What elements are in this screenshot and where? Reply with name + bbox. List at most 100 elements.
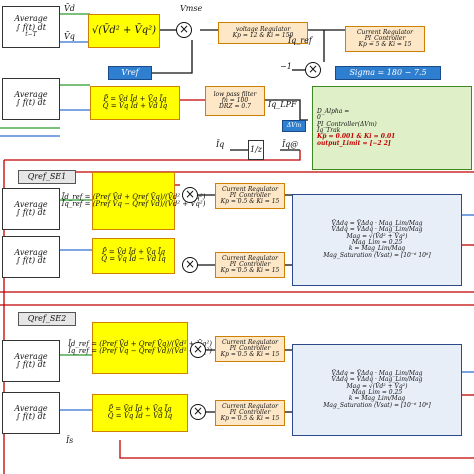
pq-block-top: P̄ = V̄d Īd + V̄q Īq Q̄ = V̄q Īd + V̄d Ī… — [90, 86, 180, 120]
qref-se2-block: Qref_SE2 — [18, 312, 76, 326]
average-block-6: Average ∫ f(t) dt — [2, 392, 60, 434]
se1-sat-s: Mag_Saturation (Vsat) = [10⁻⁶ 10⁶] — [323, 251, 431, 259]
se1-current-regulator-1: Current Regulator PI_Controller Kp = 0.5… — [215, 183, 285, 209]
se1-cr2-sub: PI_Controller — [229, 260, 271, 268]
se2-current-regulator-2: Current Regulator PI_Controller Kp = 0.5… — [215, 400, 285, 426]
se2-cr1-gain: Kp = 0.5 & Ki = 15 — [220, 351, 280, 359]
se2-sum-2: × — [190, 404, 206, 420]
current-regulator-top: Current Regulator PI_Controller Kp = 5 &… — [345, 26, 425, 52]
label-iq-lpf: Īq_LPF — [268, 100, 297, 109]
average-title: Average — [14, 351, 48, 361]
se1-current-regulator-2: Current Regulator PI_Controller Kp = 0.5… — [215, 252, 285, 278]
average-block-3: Average ∫ f(t) dt — [2, 188, 60, 230]
d-alpha-case-a: 0 — [317, 114, 321, 122]
se1-saturation-block: V̄Δdq = V̄Δdq · Mag_Lim/Mag V̄Δdq = V̄Δd… — [292, 194, 462, 286]
se1-cr2-gain: Kp = 0.5 & Ki = 15 — [220, 267, 280, 275]
se1-sat-k: k = Mag_Lim/Mag — [348, 245, 406, 253]
se1-p: P̄ = V̄d Īd + V̄q Īq — [101, 247, 166, 256]
se2-saturation-block: V̄Δdq = V̄Δdq · Mag_Lim/Mag V̄Δdq = V̄Δd… — [292, 344, 462, 436]
d-alpha-gain: Kp = 0.001 & Ki = 0.01 — [317, 133, 396, 141]
se1-q: Q̄ = V̄q Īd − V̄d Īq — [101, 255, 166, 263]
cr-top-sub: PI_Controller — [364, 34, 406, 42]
se2-cr1-title: Current Regulator — [221, 338, 279, 346]
label-is: Īs — [66, 436, 74, 445]
average-limits: t−T — [25, 31, 37, 39]
se2-cr1-sub: PI_Controller — [229, 344, 271, 352]
average-title: Average — [14, 199, 48, 209]
se1-cr1-gain: Kp = 0.5 & Ki = 15 — [220, 198, 280, 206]
qref-se1-block: Qref_SE1 — [18, 170, 76, 184]
average-formula: ∫ f(t) dt — [15, 256, 46, 265]
se2-cr2-gain: Kp = 0.5 & Ki = 15 — [220, 415, 280, 423]
pq-block-se1: P̄ = V̄d Īd + V̄q Īq Q̄ = V̄q Īd − V̄d Ī… — [92, 238, 175, 274]
cr-top-title: Current Regulator — [356, 28, 414, 36]
pq-block-se2: P̄ = V̄d Īd + V̄q Īq Q̄ = V̄q Īd − V̄d Ī… — [92, 394, 188, 432]
average-title: Average — [14, 403, 48, 413]
label-vq: V̄q — [64, 32, 75, 41]
average-block-2: Average ∫ f(t) dt — [2, 78, 60, 120]
se2-current-regulator-1: Current Regulator PI_Controller Kp = 0.5… — [215, 336, 285, 362]
se1-iq-ref: Īq_ref = (Pref V̄q − Qref V̄d)/(V̄d² + V… — [61, 200, 206, 208]
unit-delay-block: 1/z — [248, 140, 264, 160]
summing-junction-2: × — [305, 62, 321, 78]
pq-p: P̄ = V̄d Īd + V̄q Īq — [103, 94, 167, 103]
se1-id-ref: Īd_ref = (Pref V̄d + Qref V̄q)/(V̄d² + V… — [61, 192, 206, 201]
average-block-1: Average ∫ f(t) dt t−T — [2, 6, 60, 48]
average-title: Average — [14, 14, 48, 24]
qref-se1-label: Qref_SE1 — [27, 171, 67, 181]
lpf-title: low pass filter — [213, 90, 257, 98]
se1-sat-v1: V̄Δdq = V̄Δdq · Mag_Lim/Mag — [331, 220, 423, 228]
sqrt-formula: √(V̄d² + V̄q²) — [91, 24, 157, 36]
se1-sat-mag: Mag = √(V̄d² + V̄q²) — [346, 232, 408, 240]
se2-iq-ref: Īq_ref = (Pref V̄q − Qref V̄d)/(V̄d² + V… — [68, 347, 212, 355]
se1-sat-lim: Mag_Lim = 0.25 — [351, 239, 403, 246]
average-formula: ∫ f(t) dt — [15, 98, 46, 107]
label-iq: Īq — [216, 140, 225, 149]
sqrt-magnitude-block: √(V̄d² + V̄q²) — [88, 14, 160, 48]
se2-q: Q̄ = V̄q Īd − V̄d Īq — [107, 412, 173, 420]
vr-title: voltage Regulator — [235, 25, 291, 33]
d-alpha-title: D_Alpha = — [317, 108, 350, 116]
se2-p: P̄ = V̄d Īd + V̄q Īq — [108, 404, 172, 413]
se1-sat-v2: V̄Δdq = V̄Δdq · Mag_Lim/Mag — [331, 226, 423, 234]
low-pass-filter-block: low pass filter fn = 100 DRZ = 0.7 — [205, 86, 265, 116]
cr-top-gain: Kp = 5 & Ki = 15 — [358, 41, 412, 49]
se1-cr1-sub: PI_Controller — [229, 191, 271, 199]
sigma-label: Sigma = 180 − 7.5 — [349, 67, 427, 77]
sigma-block: Sigma = 180 − 7.5 — [335, 66, 441, 80]
average-title: Average — [14, 89, 48, 99]
label-vd: V̄d — [64, 4, 75, 13]
se2-sat-mag: Mag = √(V̄d² + V̄q²) — [346, 382, 408, 390]
se2-sat-v2: V̄Δdq = V̄Δdq · Mag_Lim/Mag — [331, 376, 423, 384]
lpf-f: fn = 100 — [221, 96, 249, 104]
se2-sum-1: × — [190, 342, 206, 358]
iref-block-se1: Īd_ref = (Pref V̄d + Qref V̄q)/(V̄d² + V… — [62, 172, 205, 230]
voltage-regulator-block: voltage Regulator Kp = 12 & Ki = 150 — [218, 22, 308, 44]
se2-sat-k: k = Mag_Lim/Mag — [348, 395, 406, 403]
average-formula: ∫ f(t) dt — [15, 208, 46, 217]
wire-se2-bottom — [119, 440, 474, 459]
se2-sat-v1: V̄Δdq = V̄Δdq · Mag_Lim/Mag — [331, 370, 423, 378]
label-iq-ref-top: Īq_ref — [288, 36, 312, 45]
average-formula: ∫ f(t) dt — [15, 22, 46, 32]
summing-junction-1: × — [176, 22, 192, 38]
dv-block: ΔVm — [282, 120, 306, 132]
wire-vref — [152, 60, 193, 74]
vr-gain: Kp = 12 & Ki = 150 — [232, 32, 294, 39]
label-vmse: Vmse — [180, 4, 203, 13]
se2-cr2-sub: PI_Controller — [229, 408, 271, 416]
wire-red-top — [4, 150, 301, 161]
se1-sum-1: × — [182, 187, 198, 203]
pq-q: Q̄ = V̄q Īd + V̄d Īq — [102, 102, 168, 110]
d-alpha-limit: output_Limit = [−2 2] — [317, 139, 391, 147]
average-block-5: Average ∫ f(t) dt — [2, 340, 60, 382]
dv-label: ΔVm — [286, 121, 302, 129]
d-alpha-case-b: PI_Controller(ΔVm) — [317, 120, 377, 128]
se1-cr1-title: Current Regulator — [221, 185, 279, 193]
vref-label: Vref — [121, 67, 139, 77]
lpf-d: DRZ = 0.7 — [219, 103, 251, 111]
average-title: Average — [14, 247, 48, 257]
qref-se2-label: Qref_SE2 — [27, 313, 67, 323]
average-formula: ∫ f(t) dt — [15, 360, 46, 369]
